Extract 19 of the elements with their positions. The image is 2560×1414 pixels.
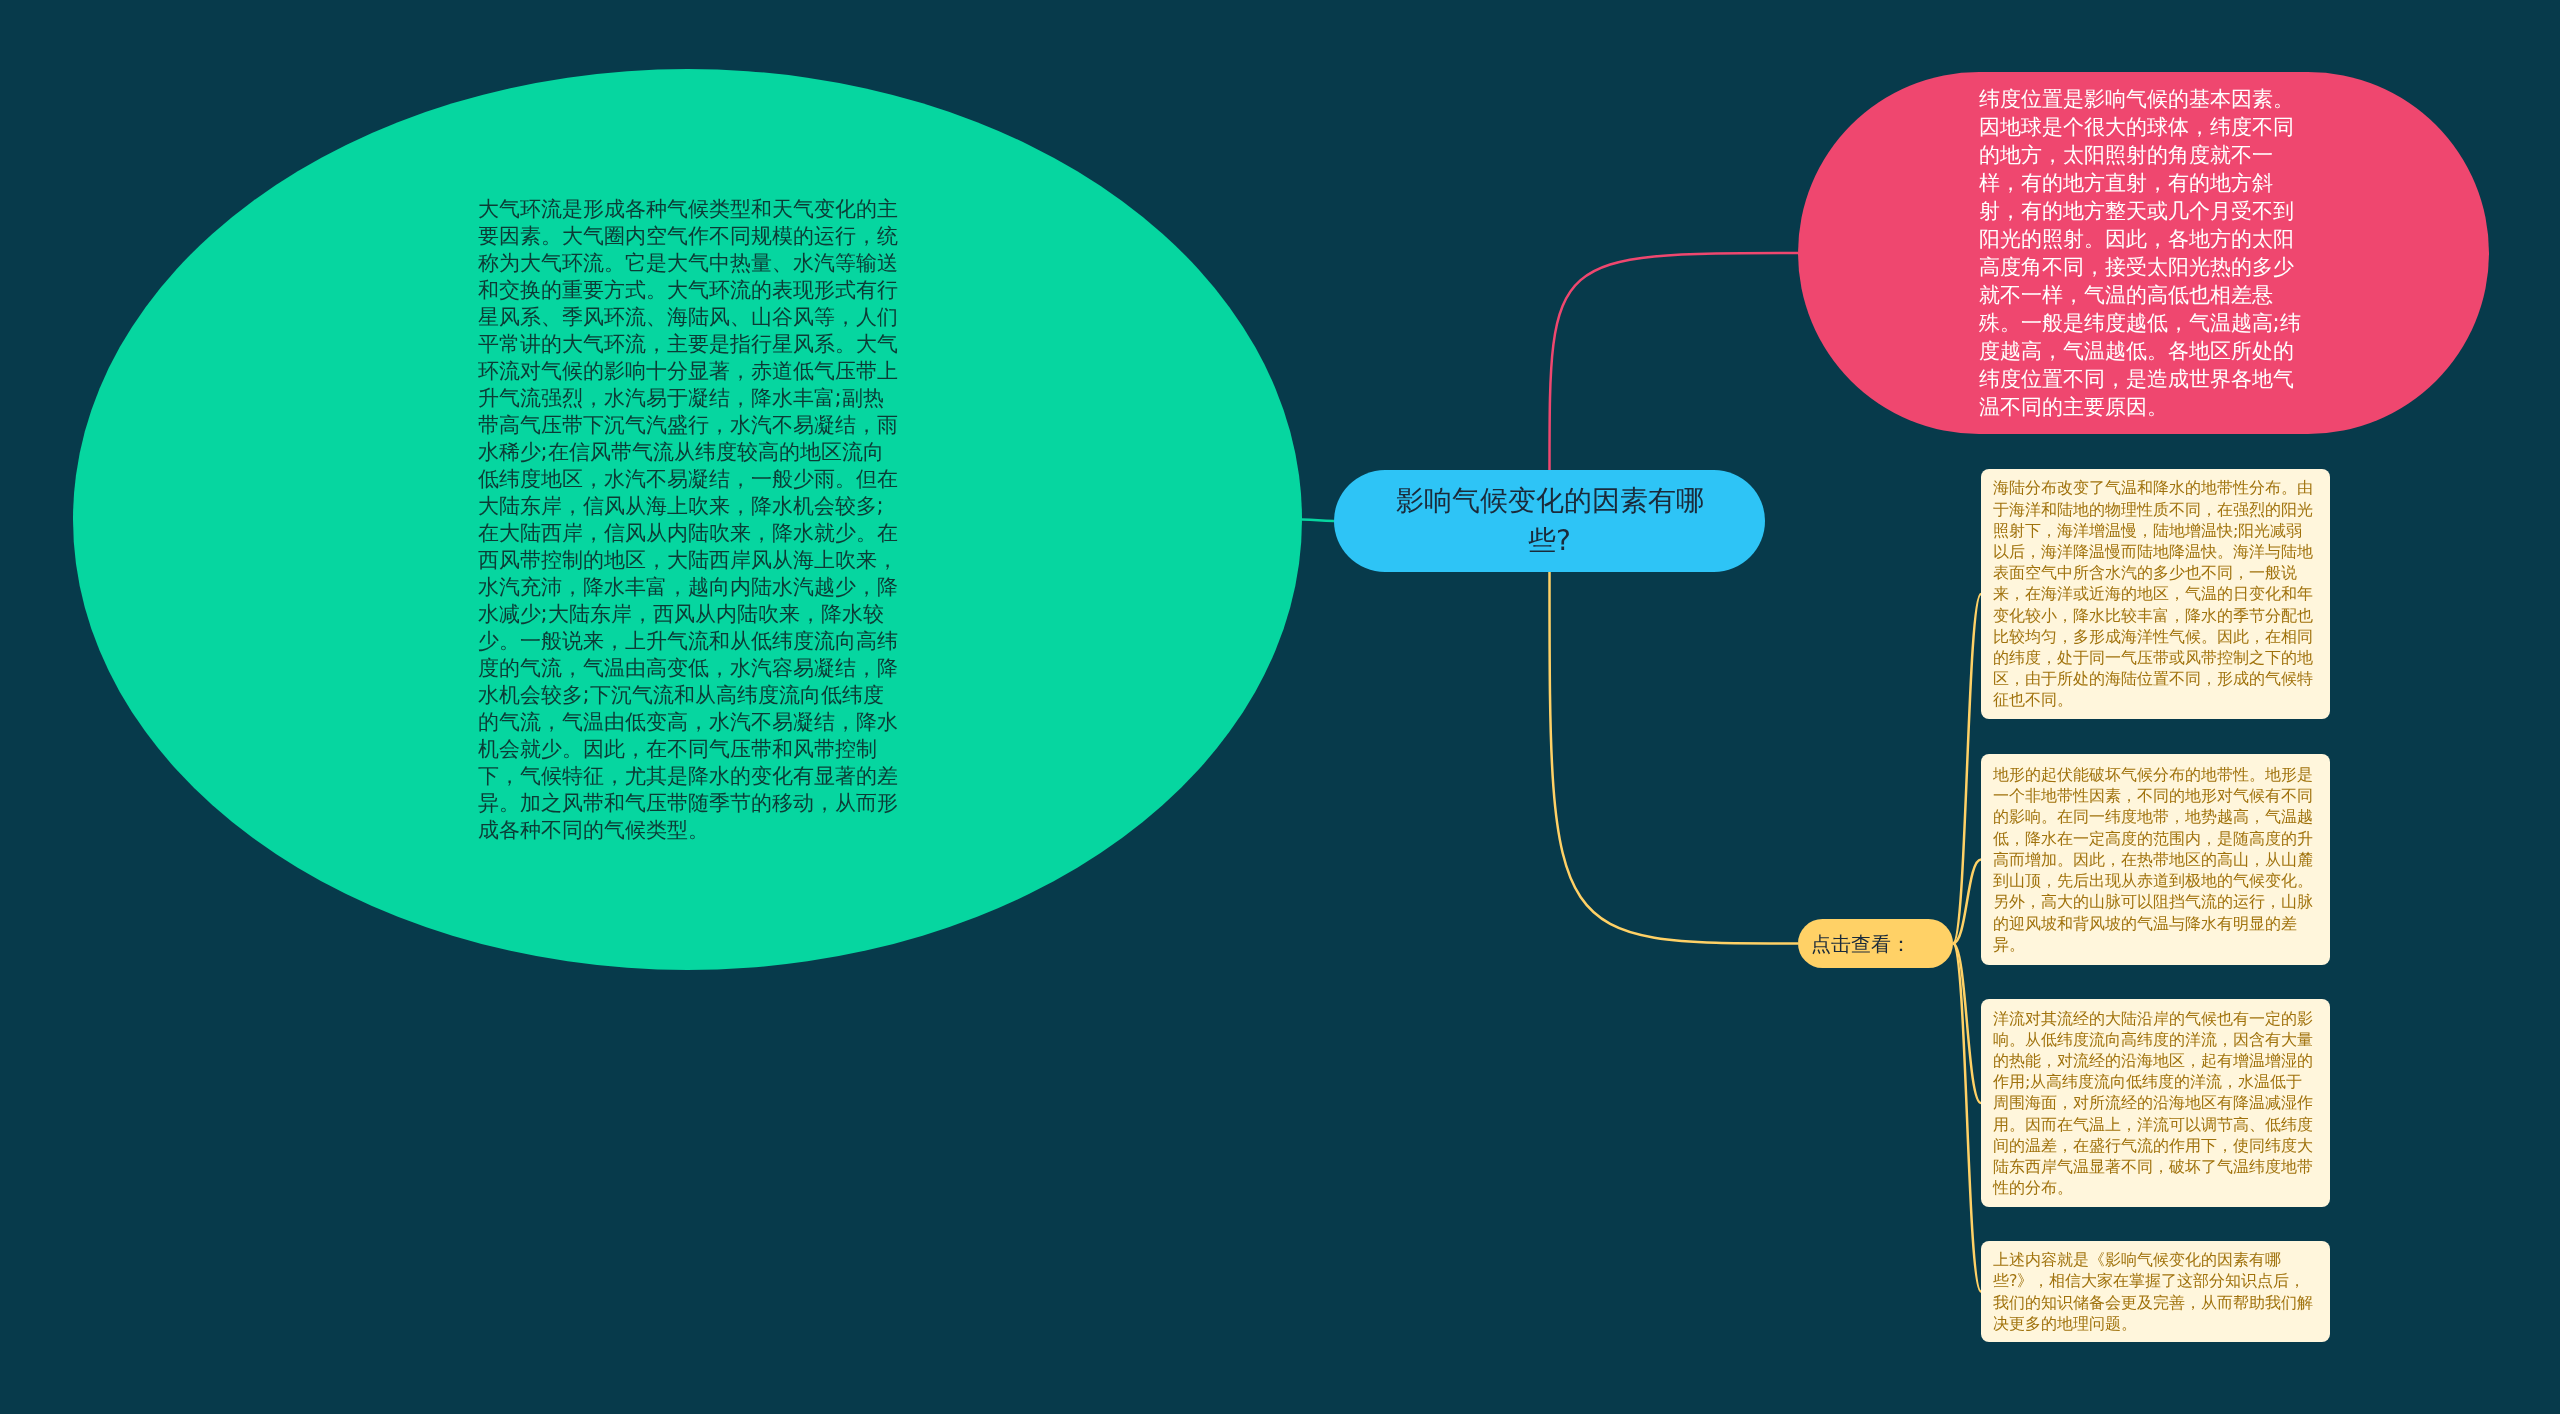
connector-line <box>1548 572 1798 945</box>
connector-line <box>1952 858 1982 945</box>
connector-line <box>1951 593 1983 945</box>
topic-node <box>1798 919 1953 968</box>
text-card <box>1981 999 2330 1207</box>
paragraph: 大气环流是形成各种气候类型和天气变化的主要因素。大气圈内空气作不同规模的运行，统称为大气环流。它是大气中热量、水汽等输送和交换的重要方式。大气环流的表现形式有行星风系、季风环流、海陆风、山谷风等，人们平常讲的大气环流，主要是指行星风系。大气环流对气候的影响十分显著，赤道低气压带上升气流强烈，水汽易于凝结，降水丰富;副热带高气压带下沉气汽盛行，水汽不易凝结，雨水稀少;在信风带气流从纬度较高的地区流向低纬度地区，水汽不易凝结，一般少雨。但在大陆东岸，信风从海上吹来，降水机会较多;在大陆西岸，信风从内陆吹来，降水就少。在西风带控制的地区，大陆西岸风从海上吹来，水汽充沛，降水丰富，越向内陆水汽越少，降水减少;大陆东岸，西风从内陆吹来，降水较少。一般说来，上升气流和从低纬度流向高纬度的气流，气温由高变低，水汽容易凝结，降水机会较多;下沉气流和从高纬度流向低纬度的气流，气温由低变高，水汽不易凝结，降水机会就少。因此，在不同气压带和风带控制下，气候特征，尤其是降水的变化有显著的差异。加之风带和气压带随季节的移动，从而形成各种不同的气候类型。 <box>477 195 898 844</box>
connector-line <box>1302 518 1334 523</box>
paragraph: 纬度位置是影响气候的基本因素。因地球是个很大的球体，纬度不同的地方，太阳照射的角度就不一样，有的地方直射，有的地方斜射，有的地方整天或几个月受不到阳光的照射。因此，各地方的太阳高度角不同，接受太阳光热的多少就不一样，气温的高低也相差悬殊。一般是纬度越低，气温越高;纬度越高，气温越低。各地区所处的纬度位置不同，是造成世界各地气温不同的主要原因。 <box>1978 86 2302 421</box>
connector-line <box>1548 251 1798 470</box>
topic-label: 点击查看： <box>1810 930 1912 957</box>
text-card <box>1981 754 2330 965</box>
connector-line <box>1951 942 1983 1293</box>
topic-label: 影响气候变化的因素有哪些? <box>1394 483 1705 559</box>
text-card <box>1981 1241 2330 1342</box>
connector-line <box>1952 942 1982 1104</box>
paragraph: 洋流对其流经的大陆沿岸的气候也有一定的影响。从低纬度流向高纬度的洋流，因含有大量的热能，对流经的沿海地区，起有增温增湿的作用;从高纬度流向低纬度的洋流，水温低于周围海面，对所流经的沿海地区有降温减湿作用。因而在气温上，洋流可以调节高、低纬度间的温差，在盛行气流的作用下，使同纬度大陆东西岸气温显著不同，破坏了气温纬度地带性的分布。 <box>1993 1007 2314 1199</box>
paragraph: 上述内容就是《影响气候变化的因素有哪些?》，相信大家在掌握了这部分知识点后，我们的知识储备会更及完善，从而帮助我们解决更多的地理问题。 <box>1993 1249 2314 1334</box>
paragraph: 海陆分布改变了气温和降水的地带性分布。由于海洋和陆地的物理性质不同，在强烈的阳光照射下，海洋增温慢，陆地增温快;阳光减弱以后，海洋降温慢而陆地降温快。海洋与陆地表面空气中所含水汽的多少也不同，一般说来，在海洋或近海的地区，气温的日变化和年变化较小，降水比较丰富，降水的季节分配也比较均匀，多形成海洋性气候。因此，在相同的纬度，处于同一气压带或风带控制之下的地区，由于所处的海陆位置不同，形成的气候特征也不同。 <box>1993 477 2314 711</box>
paragraph: 地形的起伏能破坏气候分布的地带性。地形是一个非地带性因素，不同的地形对气候有不同的影响。在同一纬度地带，地势越高，气温越低，降水在一定高度的范围内，是随高度的升高而增加。因此，在热带地区的高山，从山麓到山顶，先后出现从赤道到极地的气候变化。另外，高大的山脉可以阻挡气流的运行，山脉的迎风坡和背风坡的气温与降水有明显的差异。 <box>1993 764 2314 955</box>
